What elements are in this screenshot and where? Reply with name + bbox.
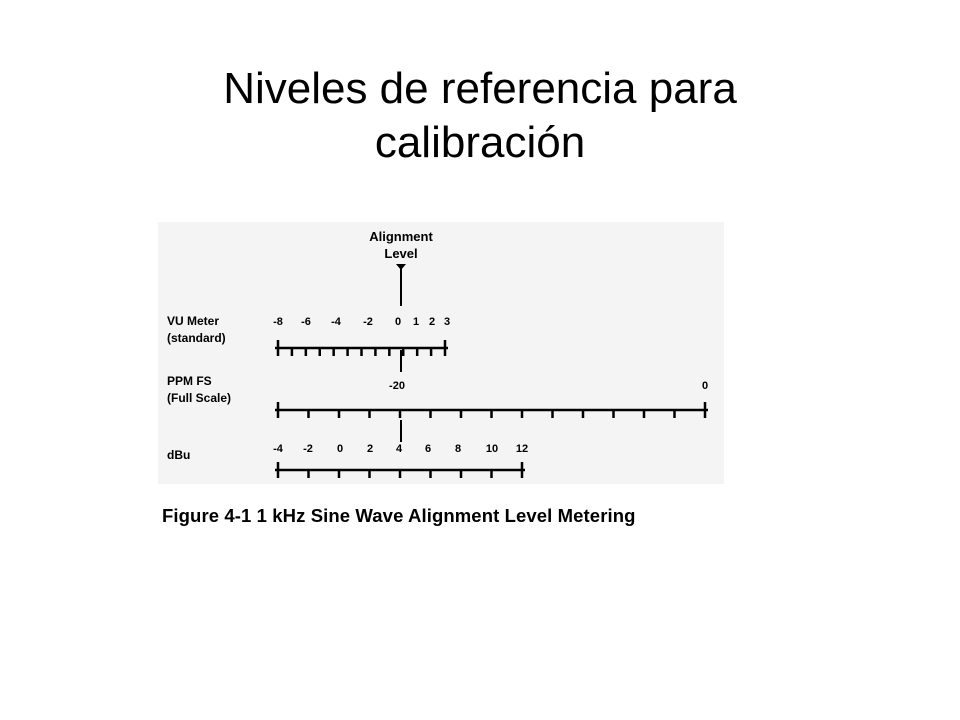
dbu-tick-label: 4 <box>396 443 403 455</box>
alignment-label-line-2: Level <box>384 246 417 261</box>
vu-tick-label: -2 <box>363 316 373 328</box>
vu-tick-label: 1 <box>413 316 419 328</box>
dbu-tick-label: 8 <box>455 443 461 455</box>
dbu-tick-label: 12 <box>516 443 528 455</box>
dbu-tick-label: 0 <box>337 443 343 455</box>
slide-title-line-1: Niveles de referencia para <box>223 64 737 113</box>
vu-tick-label: 2 <box>429 316 435 328</box>
dbu-tick-label: 6 <box>425 443 431 455</box>
vu-label-line-1: VU Meter <box>167 314 219 328</box>
dbu-label: dBu <box>167 448 190 462</box>
dbu-tick-label: 10 <box>486 443 498 455</box>
ppm-tick-labels: -20 0 <box>389 380 708 392</box>
vu-ticks <box>276 340 447 356</box>
ppm-tick-label: 0 <box>702 380 708 392</box>
vu-label-line-2: (standard) <box>167 331 226 345</box>
vu-tick-label: 0 <box>395 316 401 328</box>
metering-diagram: Alignment Level VU Meter (standard) -8 -6… <box>167 229 708 478</box>
slide-title: Niveles de referencia para calibración <box>60 62 900 170</box>
figure-caption: Figure 4-1 1 kHz Sine Wave Alignment Lev… <box>162 505 636 526</box>
dbu-tick-label: 2 <box>367 443 373 455</box>
vu-tick-label: -6 <box>301 316 311 328</box>
ppm-tick-label: -20 <box>389 380 405 392</box>
vu-tick-label: -4 <box>331 316 342 328</box>
metering-figure: Alignment Level VU Meter (standard) -8 -6… <box>158 222 724 484</box>
ppm-label-line-1: PPM FS <box>167 374 212 388</box>
vu-tick-label: -8 <box>273 316 283 328</box>
vu-tick-label: 3 <box>444 316 450 328</box>
ppm-ticks <box>276 402 707 418</box>
dbu-tick-label: -4 <box>273 443 284 455</box>
dbu-tick-labels: -4 -2 0 2 4 6 8 10 12 <box>273 443 528 455</box>
alignment-label-line-1: Alignment <box>369 229 433 244</box>
slide-title-line-2: calibración <box>374 118 586 167</box>
dbu-tick-label: -2 <box>303 443 313 455</box>
ppm-label-line-2: (Full Scale) <box>167 391 231 405</box>
dbu-ticks <box>276 462 524 478</box>
